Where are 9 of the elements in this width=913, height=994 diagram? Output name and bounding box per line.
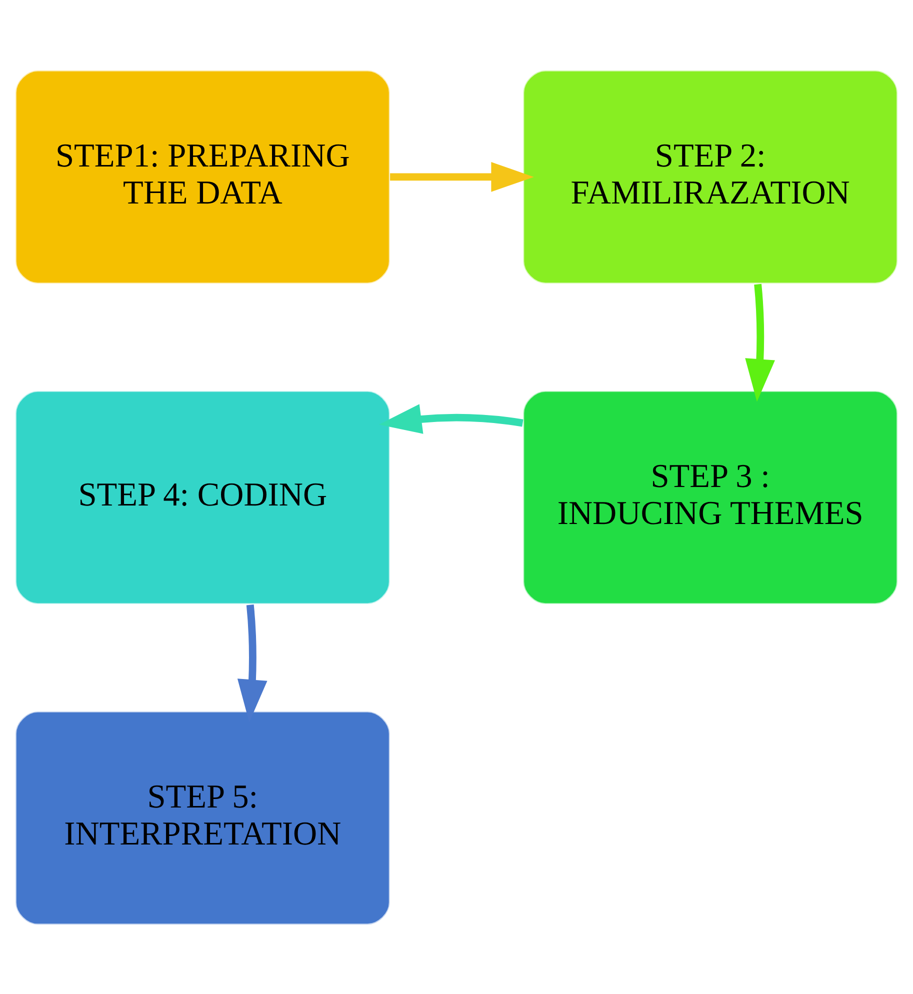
- arrow: [378, 404, 524, 434]
- arrow: [745, 283, 775, 402]
- node-box: STEP1: PREPARING THE DATA: [14, 68, 391, 284]
- node-box: STEP 4: CODING: [14, 390, 391, 604]
- node-box: STEP 5: INTERPRETATION: [14, 710, 391, 926]
- arrow: [237, 604, 268, 722]
- node-box: STEP 3 : INDUCING THEMES: [522, 390, 898, 604]
- arrow: [390, 162, 534, 192]
- node-box: STEP 2: FAMILIRAZATION: [522, 68, 898, 284]
